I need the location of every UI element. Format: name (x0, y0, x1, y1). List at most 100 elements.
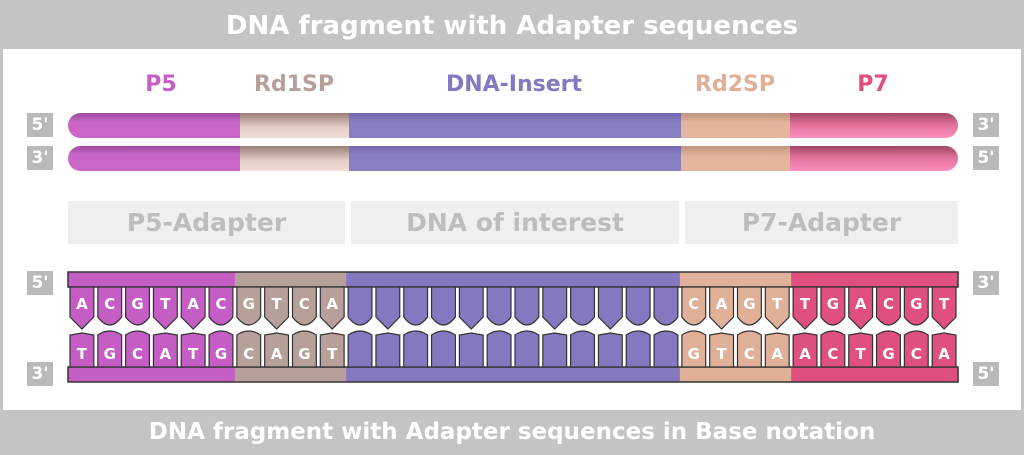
nucleotide-bottom (570, 330, 596, 368)
diagram-title: DNA fragment with Adapter sequences (225, 11, 799, 41)
strand-end-badge: 3' (27, 146, 53, 170)
nucleotide-bottom (709, 332, 735, 368)
nucleotide-top (764, 286, 790, 330)
base-letter-top: G (827, 295, 839, 313)
backbone-segment (902, 272, 931, 287)
nucleotide-bottom (97, 330, 123, 368)
backbone-segment (95, 367, 125, 382)
nucleotide-bottom (542, 332, 568, 368)
nucleotide-top (681, 286, 707, 326)
backbone-segment (318, 272, 347, 287)
label-p7: P7 (857, 72, 889, 97)
nucleotide-top (931, 286, 957, 330)
backbone-segment (290, 272, 319, 287)
base-letter-top: G (131, 295, 143, 313)
base-letter-top: T (160, 295, 171, 313)
backbone-segment (818, 272, 848, 287)
nucleotide-top (709, 286, 735, 330)
base-letter-top: T (800, 295, 811, 313)
backbone-segment (151, 367, 180, 382)
nucleotide-bottom (764, 332, 790, 368)
strand-end-badge: 3' (27, 362, 53, 386)
backbone-segment (318, 367, 347, 382)
base-letter-bottom: C (243, 345, 254, 363)
backbone-segment (846, 272, 876, 287)
nucleotide-top (792, 286, 818, 330)
backbone-segment (902, 367, 931, 382)
backbone-segment (874, 272, 903, 287)
base-letter-bottom: G (298, 345, 310, 363)
backbone-segment (68, 272, 97, 287)
nucleotide-bottom (486, 330, 512, 368)
base-letter-bottom: T (716, 345, 727, 363)
nucleotide-top (736, 286, 762, 326)
backbone-segment (679, 367, 709, 382)
nucleotide-top (375, 286, 401, 330)
base-letter-bottom: C (911, 345, 922, 363)
base-letter-top: C (215, 295, 226, 313)
base-letter-bottom: A (771, 345, 783, 363)
strand-end-badge: 3' (973, 113, 999, 137)
nucleotide-top (180, 286, 206, 330)
base-letter-bottom: T (327, 345, 338, 363)
base-letter-top: A (76, 295, 88, 313)
bar-segment-rd1sp (240, 113, 349, 138)
backbone-segment (735, 367, 764, 382)
base-letter-bottom: A (271, 345, 283, 363)
base-letter-bottom: C (827, 345, 838, 363)
backbone-segment (930, 367, 959, 382)
nucleotide-top (486, 286, 512, 326)
base-letter-bottom: T (188, 345, 199, 363)
backbone-segment (568, 367, 597, 382)
nucleotide-top (875, 286, 901, 326)
backbone-segment (290, 367, 319, 382)
nucleotide-bottom (264, 332, 290, 368)
base-letter-bottom: C (744, 345, 755, 363)
backbone-segment (624, 272, 653, 287)
backbone-segment (401, 272, 431, 287)
backbone-segment (791, 367, 820, 382)
nucleotide-bottom (681, 330, 707, 368)
nucleotide-top (403, 286, 429, 326)
label-rd2sp: Rd2SP (695, 72, 775, 97)
backbone-segment (457, 367, 486, 382)
base-letter-bottom: A (938, 345, 950, 363)
adapter-box-dna-of-interest: DNA of interest (351, 201, 679, 244)
base-letter-bottom: T (856, 345, 867, 363)
nucleotide-bottom (375, 332, 401, 368)
nucleotide-bottom (208, 330, 234, 368)
base-letter-top: T (772, 295, 783, 313)
base-letter-top: G (910, 295, 922, 313)
backbone-segment (540, 367, 570, 382)
base-letter-top: A (855, 295, 867, 313)
backbone-segment (207, 272, 236, 287)
nucleotide-bottom (792, 332, 818, 368)
nucleotide-bottom (291, 330, 317, 368)
nucleotide-bottom (653, 330, 679, 368)
bar-segment-rd2sp (681, 146, 790, 171)
backbone-segment (346, 272, 375, 287)
nucleotide-bottom (625, 330, 651, 368)
nucleotide-top (152, 286, 178, 330)
base-letter-top: A (326, 295, 338, 313)
backbone-segment (652, 272, 681, 287)
label-p5: P5 (145, 72, 177, 97)
backbone-segment (485, 367, 514, 382)
nucleotide-bottom (875, 330, 901, 368)
backbone-segment (207, 367, 236, 382)
backbone-segment (429, 272, 458, 287)
nucleotide-top (97, 286, 123, 326)
backbone-segment (262, 272, 291, 287)
backbone-segment (373, 272, 403, 287)
nucleotide-top (597, 286, 623, 330)
backbone-segment (68, 367, 97, 382)
top-strand-bar (68, 113, 958, 138)
nucleotide-bottom (180, 332, 206, 368)
label-dna-insert: DNA-Insert (445, 72, 583, 97)
backbone-segment (791, 272, 820, 287)
nucleotide-top (208, 286, 234, 326)
bar-segment-p7 (790, 146, 958, 171)
backbone-segment (818, 367, 848, 382)
base-letter-top: T (939, 295, 950, 313)
bar-segment-insert (349, 113, 681, 138)
